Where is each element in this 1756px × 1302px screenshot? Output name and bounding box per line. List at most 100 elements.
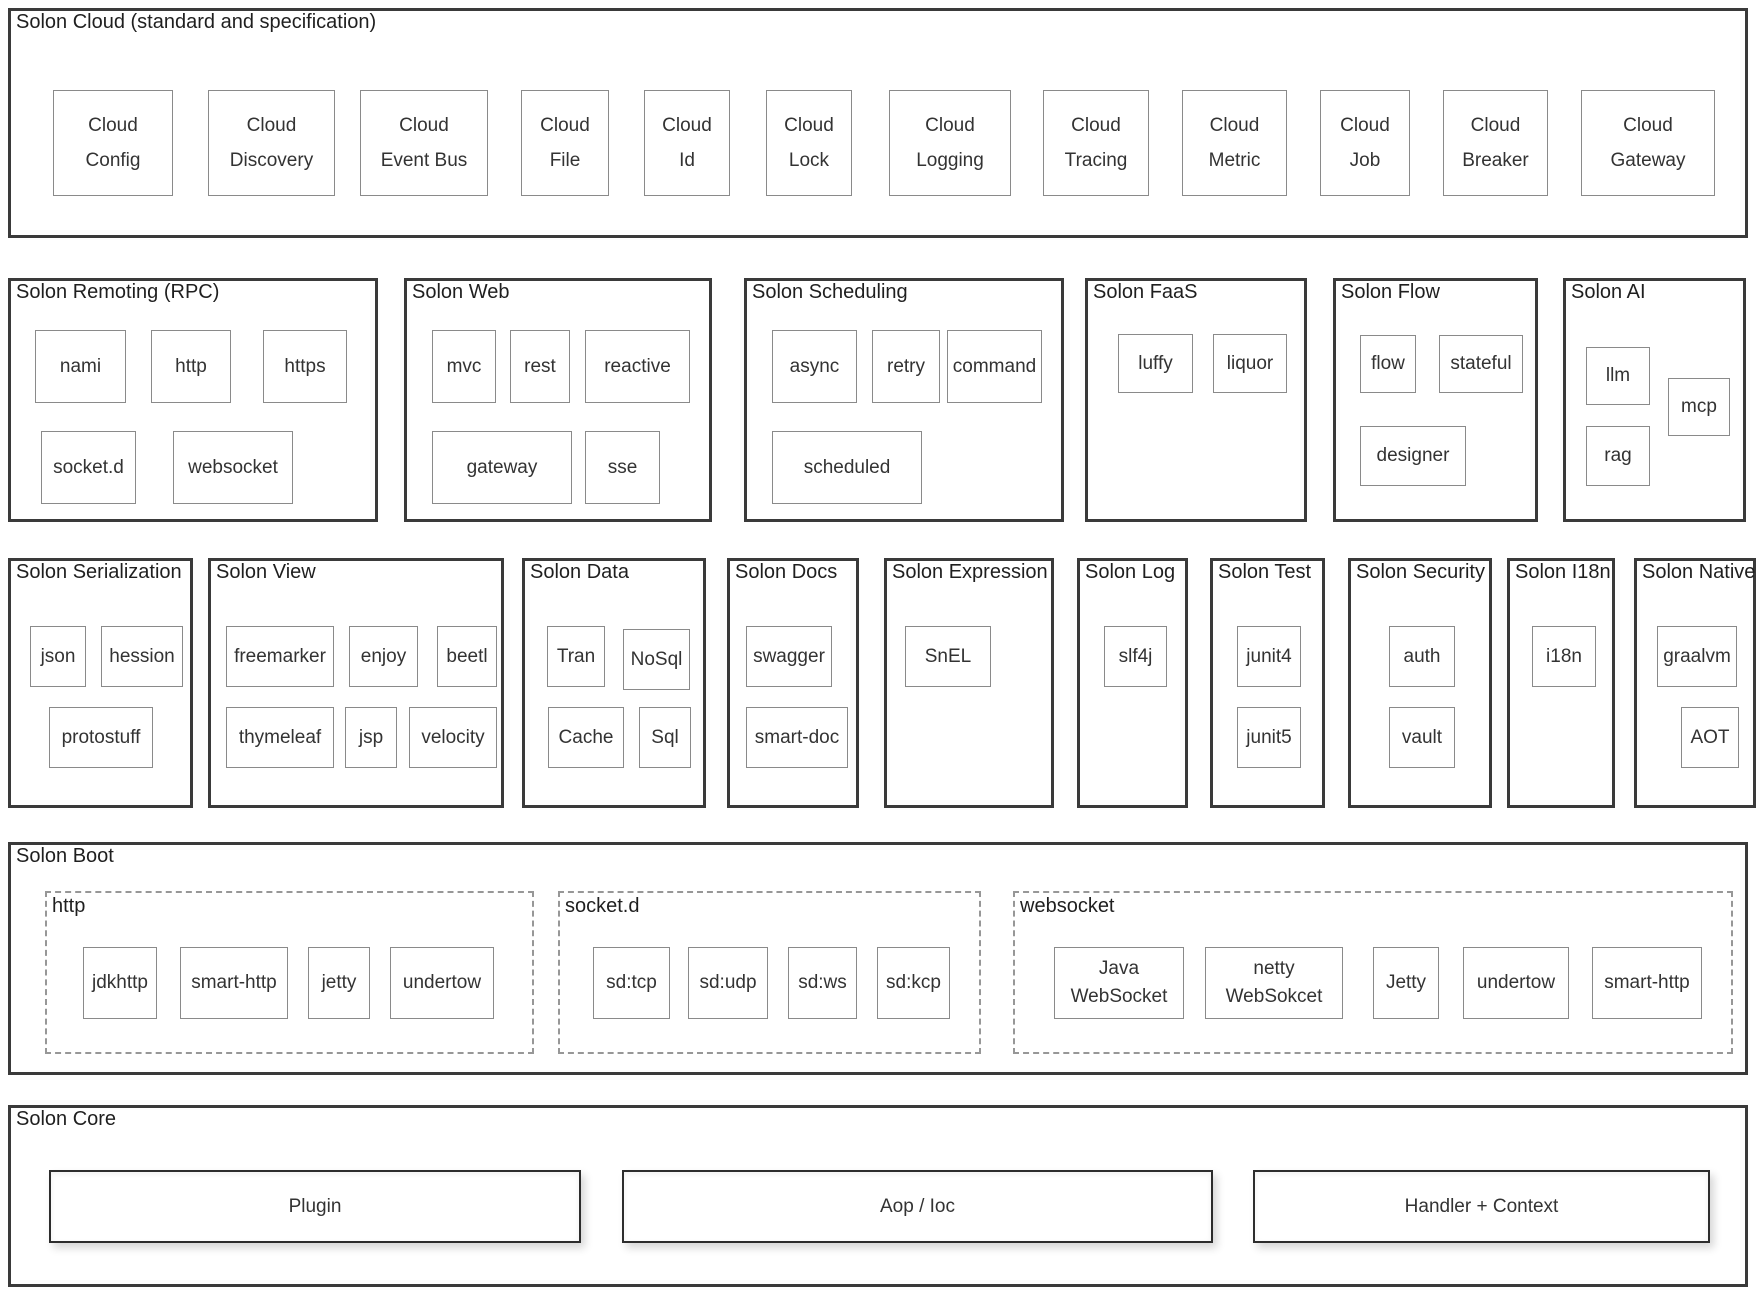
node-thymeleaf: thymeleaf [226,707,334,768]
node-junit4: junit4 [1237,626,1301,687]
node-cache: Cache [548,707,624,768]
section-solon-ai: Solon AI llm mcp rag [1563,278,1746,522]
node-cloud-tracing: Cloud Tracing [1043,90,1149,196]
node-scheduled: scheduled [772,431,922,504]
section-solon-boot: Solon Boot http jdkhttp smart-http jetty… [8,842,1748,1075]
section-title-ai: Solon AI [1571,281,1646,303]
node-reactive: reactive [585,330,690,403]
node-sd-udp: sd:udp [688,947,768,1019]
section-title-cloud: Solon Cloud (standard and specification) [16,11,377,33]
node-socketd: socket.d [41,431,136,504]
section-solon-serialization: Solon Serialization json hession protost… [8,558,193,808]
node-sql: Sql [639,707,691,768]
section-solon-scheduling: Solon Scheduling async retry command sch… [744,278,1064,522]
section-solon-view: Solon View freemarker enjoy beetl thymel… [208,558,504,808]
section-title-flow: Solon Flow [1341,281,1440,303]
node-junit5: junit5 [1237,707,1301,768]
node-cloud-metric: Cloud Metric [1182,90,1287,196]
section-title-boot: Solon Boot [16,845,114,867]
boot-group-title-socketd: socket.d [565,895,640,917]
node-cloud-breaker: Cloud Breaker [1443,90,1548,196]
section-solon-flow: Solon Flow flow stateful designer [1333,278,1538,522]
node-ws-undertow: undertow [1463,947,1569,1019]
section-title-docs: Solon Docs [735,561,838,583]
boot-group-title-websocket: websocket [1020,895,1115,917]
section-solon-docs: Solon Docs swagger smart-doc [727,558,859,808]
section-solon-native: Solon Native graalvm AOT [1634,558,1756,808]
node-nosql: NoSql [623,629,690,690]
section-title-security: Solon Security [1356,561,1485,583]
section-solon-log: Solon Log slf4j [1077,558,1188,808]
node-ws-jetty: Jetty [1373,947,1439,1019]
section-title-remoting: Solon Remoting (RPC) [16,281,220,303]
node-freemarker: freemarker [226,626,334,687]
section-title-data: Solon Data [530,561,629,583]
section-solon-i18n: Solon I18n i18n [1507,558,1615,808]
section-title-test: Solon Test [1218,561,1312,583]
node-luffy: luffy [1118,334,1193,393]
node-smart-http: smart-http [180,947,288,1019]
section-solon-data: Solon Data Tran NoSql Cache Sql [522,558,706,808]
node-async: async [772,330,857,403]
node-mcp: mcp [1668,378,1730,436]
section-title-i18n: Solon I18n [1515,561,1611,583]
section-title-web: Solon Web [412,281,510,303]
node-undertow: undertow [390,947,494,1019]
node-rest: rest [510,330,570,403]
section-title-expression: Solon Expression [892,561,1048,583]
node-websocket: websocket [173,431,293,504]
node-ws-smart-http: smart-http [1592,947,1702,1019]
node-cloud-config: Cloud Config [53,90,173,196]
node-snel: SnEL [905,626,991,687]
node-vault: vault [1389,707,1455,768]
section-title-view: Solon View [216,561,316,583]
boot-group-websocket: websocket Java WebSocket netty WebSokcet… [1013,891,1733,1054]
node-graalvm: graalvm [1657,626,1737,687]
boot-group-title-http: http [52,895,86,917]
node-cloud-job: Cloud Job [1320,90,1410,196]
node-cloud-logging: Cloud Logging [889,90,1011,196]
node-sd-kcp: sd:kcp [877,947,950,1019]
node-cloud-lock: Cloud Lock [766,90,852,196]
node-slf4j: slf4j [1104,626,1167,687]
node-http: http [151,330,231,403]
node-jetty: jetty [308,947,370,1019]
node-sse: sse [585,431,660,504]
node-enjoy: enjoy [349,626,418,687]
node-nami: nami [35,330,126,403]
node-netty-websokcet: netty WebSokcet [1205,947,1343,1019]
section-solon-expression: Solon Expression SnEL [884,558,1054,808]
node-handler-context: Handler + Context [1253,1170,1710,1243]
node-i18n: i18n [1532,626,1596,687]
node-jsp: jsp [345,707,397,768]
node-jdkhttp: jdkhttp [83,947,157,1019]
node-stateful: stateful [1439,335,1523,393]
node-hession: hession [101,626,183,687]
node-liquor: liquor [1213,334,1287,393]
node-cloud-event-bus: Cloud Event Bus [360,90,488,196]
section-solon-test: Solon Test junit4 junit5 [1210,558,1325,808]
node-cloud-file: Cloud File [521,90,609,196]
node-https: https [263,330,347,403]
node-flow: flow [1360,335,1416,393]
section-solon-core: Solon Core Plugin Aop / Ioc Handler + Co… [8,1105,1748,1287]
section-solon-cloud: Solon Cloud (standard and specification)… [8,8,1748,238]
node-auth: auth [1389,626,1455,687]
section-solon-faas: Solon FaaS luffy liquor [1085,278,1307,522]
node-gateway: gateway [432,431,572,504]
section-title-core: Solon Core [16,1108,117,1130]
node-json: json [30,626,86,687]
node-sd-ws: sd:ws [788,947,857,1019]
section-title-log: Solon Log [1085,561,1176,583]
node-cloud-id: Cloud Id [644,90,730,196]
node-rag: rag [1586,426,1650,486]
node-retry: retry [872,330,940,403]
boot-group-socketd: socket.d sd:tcp sd:udp sd:ws sd:kcp [558,891,981,1054]
node-llm: llm [1586,347,1650,405]
node-mvc: mvc [432,330,496,403]
node-protostuff: protostuff [49,707,153,768]
section-title-serialization: Solon Serialization [16,561,182,583]
node-swagger: swagger [746,626,832,687]
node-cloud-discovery: Cloud Discovery [208,90,335,196]
node-designer: designer [1360,426,1466,486]
